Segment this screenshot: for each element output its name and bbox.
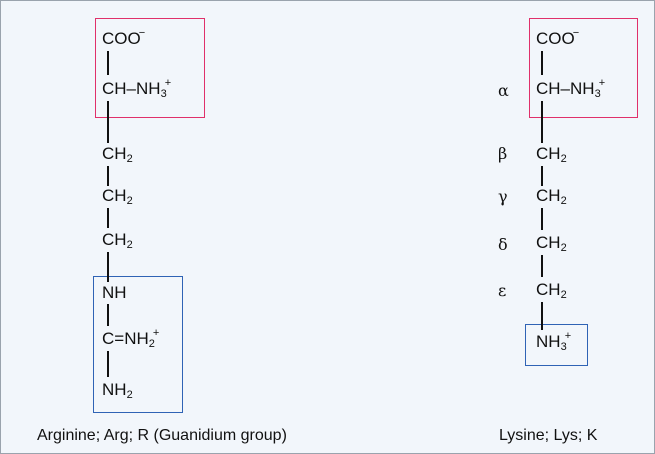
arginine-alpha-group-box	[95, 18, 205, 118]
lysine-bond	[541, 302, 543, 330]
lysine-amino-group-box	[525, 324, 588, 366]
arginine-bond	[107, 304, 109, 326]
lysine-carboxylate: COO−	[536, 27, 580, 48]
arginine-ch2-1: CH2	[102, 144, 133, 165]
arginine-ch2-2: CH2	[102, 186, 133, 207]
lysine-ammonium: NH3+	[536, 330, 572, 353]
greek-gamma-label: γ	[498, 187, 508, 206]
greek-beta-label: β	[498, 144, 508, 163]
lysine-ch2-2: CH2	[536, 186, 567, 207]
lysine-bond	[541, 51, 543, 75]
lysine-bond	[541, 101, 543, 143]
lysine-caption: Lysine; Lys; K	[499, 427, 598, 444]
greek-alpha-label: α	[498, 81, 509, 100]
arginine-bond	[107, 252, 109, 282]
arginine-bond	[107, 51, 109, 75]
arginine-guanidine-carbon: C=NH2+	[102, 327, 160, 350]
arginine-ch2-3: CH2	[102, 230, 133, 251]
arginine-bond	[107, 351, 109, 377]
arginine-carboxylate: COO−	[102, 27, 146, 48]
lysine-ch2-1: CH2	[536, 144, 567, 165]
arginine-bond	[107, 101, 109, 143]
arginine-bond	[107, 208, 109, 228]
arginine-caption: Arginine; Arg; R (Guanidium group)	[37, 427, 287, 444]
lysine-alpha-group-box	[529, 18, 638, 118]
arginine-nh2: NH2	[102, 380, 133, 401]
lysine-bond	[541, 208, 543, 230]
greek-epsilon-label: ε	[498, 281, 507, 300]
lysine-bond	[541, 166, 543, 186]
lysine-alpha-carbon: CH–NH3+	[536, 77, 606, 100]
arginine-guanidium-group-box	[93, 276, 183, 413]
lysine-bond	[541, 255, 543, 277]
arginine-alpha-carbon: CH–NH3+	[102, 77, 172, 100]
lysine-ch2-4: CH2	[536, 280, 567, 301]
arginine-bond	[107, 166, 109, 186]
lysine-ch2-3: CH2	[536, 233, 567, 254]
greek-delta-label: δ	[498, 235, 508, 254]
arginine-nh: NH	[102, 283, 127, 302]
